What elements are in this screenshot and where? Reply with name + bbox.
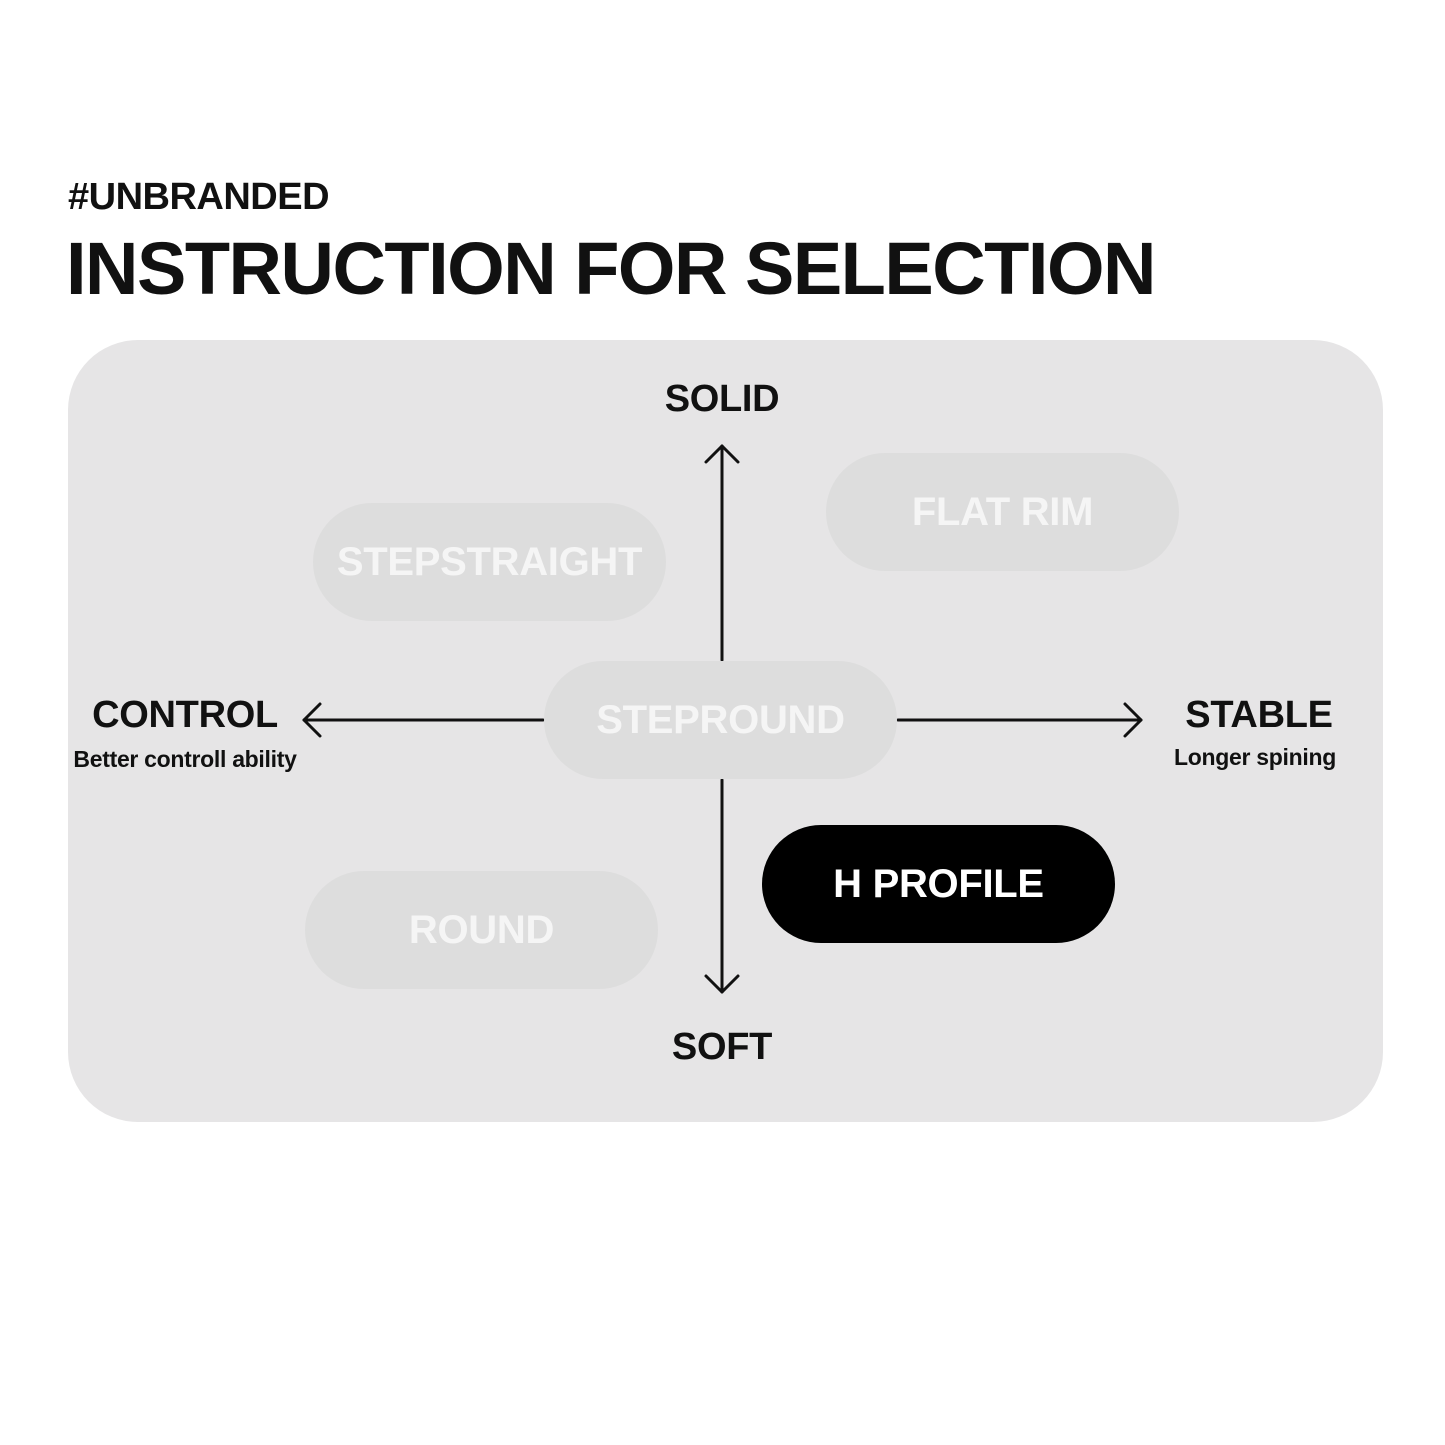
arrow-left-head: [302, 702, 322, 738]
arrow-down-head: [704, 974, 740, 994]
arrow-up-head: [704, 444, 740, 464]
axis-sublabel-stable: Longer spining: [1174, 744, 1336, 770]
profile-stepstraight[interactable]: STEPSTRAIGHT: [313, 503, 666, 621]
axis-label-soft: SOFT: [671, 1026, 773, 1068]
axis-sublabel-control: Better controll ability: [73, 746, 297, 772]
profile-round[interactable]: ROUND: [305, 871, 658, 989]
axis-label-stable: STABLE: [1185, 694, 1333, 736]
profile-flat-rim[interactable]: FLAT RIM: [826, 453, 1179, 571]
axis-label-solid: SOLID: [664, 378, 780, 420]
axis-label-control: CONTROL: [92, 694, 278, 736]
arrow-right-head: [1123, 702, 1143, 738]
profile-stepround[interactable]: STEPROUND: [544, 661, 897, 779]
brand-label: #UNBRANDED: [68, 176, 330, 218]
page-title: INSTRUCTION FOR SELECTION: [66, 227, 1156, 310]
profile-h-profile[interactable]: H PROFILE: [762, 825, 1115, 943]
